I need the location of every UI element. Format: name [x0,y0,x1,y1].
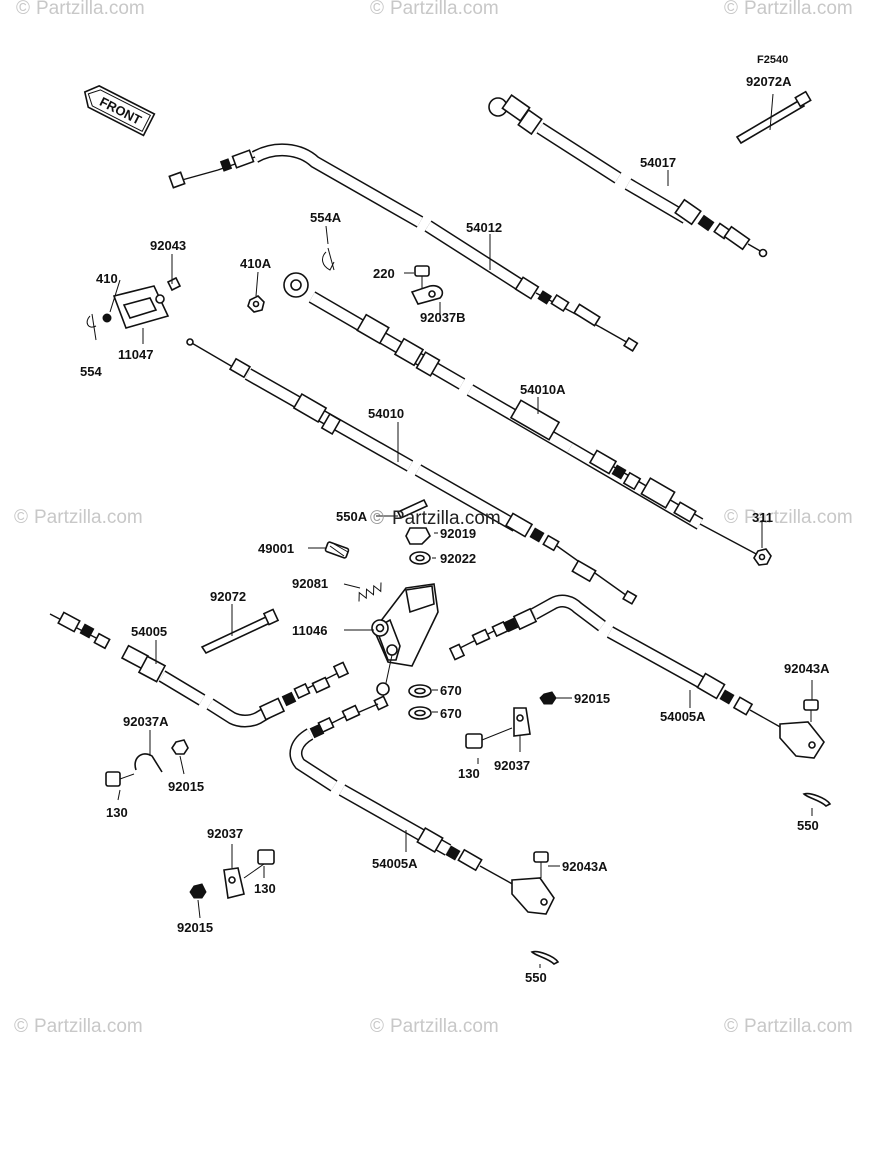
nut-410A [247,295,265,313]
clamp-92037A-group [105,739,189,787]
label-92019: 92019 [440,526,476,541]
label-130-left: 130 [106,805,128,820]
label-92022: 92022 [440,551,476,566]
bracket-11047 [86,276,182,341]
cable-54005A-right [448,594,832,807]
label-311: 311 [752,510,773,525]
front-arrow: FRONT [83,84,156,137]
cable-54005A-bottom [289,695,560,965]
watermark-symbol: © [14,1016,28,1037]
clamp-92037B [410,284,444,305]
label-410: 410 [96,271,118,286]
label-54012: 54012 [466,220,502,235]
cable-54010A [283,272,761,557]
watermark-text: Partzilla.com [744,507,853,528]
watermark-symbol: © [16,0,30,19]
watermark-text: Partzilla.com [390,0,499,19]
label-92037B: 92037B [420,310,466,325]
diagram-code: F2540 [757,54,788,66]
bolt-220 [414,265,430,290]
clamp-92037-group-right [465,691,557,749]
label-410A: 410A [240,256,272,271]
cable-54010 [186,338,638,605]
label-49001: 49001 [258,541,294,556]
label-92072: 92072 [210,589,246,604]
label-92072A: 92072A [746,74,792,89]
watermark-symbol: © [370,1016,384,1037]
lever-11046 [371,583,439,696]
watermark-text: Partzilla.com [392,508,501,529]
watermark-row-top: © Partzilla.com © Partzilla.com © Partzi… [16,0,853,19]
label-670-lower: 670 [440,706,462,721]
label-670-upper: 670 [440,683,462,698]
label-11046: 11046 [292,623,327,638]
label-11047: 11047 [118,347,153,362]
label-130-right: 130 [458,766,480,781]
nut-311 [753,548,772,566]
watermark-text: Partzilla.com [34,507,143,528]
watermark-text: Partzilla.com [390,1016,499,1037]
clip-554A [322,247,335,271]
label-92043A-bottom: 92043A [562,859,608,874]
label-92037A: 92037A [123,714,169,729]
tie-92072 [200,608,280,655]
bolt-92072A [735,90,812,145]
clamp-92037-group-bottom [189,849,275,899]
label-92037-bottom: 92037 [207,826,243,841]
label-92043: 92043 [150,238,186,253]
label-220: 220 [373,266,395,281]
label-92015-right: 92015 [574,691,610,706]
label-130-bottom: 130 [254,881,276,896]
watermark-text: Partzilla.com [36,0,145,19]
watermark-text: Partzilla.com [744,1016,853,1037]
watermark-row-middle: © Partzilla.com © Partzilla.com [14,507,853,528]
watermark-symbol: © [724,0,738,19]
label-92081: 92081 [292,576,328,591]
nut-92019 [405,527,431,545]
label-54005A-right: 54005A [660,709,706,724]
watermark-symbol: © [14,507,28,528]
label-54017: 54017 [640,155,676,170]
washer-92022 [409,551,431,565]
label-92015-left: 92015 [168,779,204,794]
watermark-text: Partzilla.com [744,0,853,19]
label-54010A: 54010A [520,382,566,397]
leader-lines [109,93,813,968]
label-550-bottom: 550 [525,970,547,985]
watermark-center: © Partzilla.com [370,508,501,529]
cable-54005 [49,611,350,728]
part-labels: F2540 92072A 54017 54012 554A 92043 410A… [80,54,830,985]
pin-550A [396,498,429,520]
label-554A: 554A [310,210,342,225]
watermark-symbol: © [370,508,384,529]
label-54005: 54005 [131,624,167,639]
label-54005A-bottom: 54005A [372,856,418,871]
label-54010: 54010 [368,406,404,421]
label-92043A-right: 92043A [784,661,830,676]
watermark-symbol: © [724,507,738,528]
label-550-right: 550 [797,818,819,833]
label-92037-right: 92037 [494,758,530,773]
spring-92081 [358,582,382,602]
adjuster-49001 [324,541,350,559]
watermark-symbol: © [724,1016,738,1037]
watermark-text: Partzilla.com [34,1016,143,1037]
watermark-symbol: © [370,0,384,19]
label-92015-bottom: 92015 [177,920,213,935]
label-554: 554 [80,364,102,379]
watermark-row-bottom: © Partzilla.com © Partzilla.com © Partzi… [14,1016,853,1037]
washer-670-upper [408,684,432,698]
label-550A: 550A [336,509,368,524]
cable-54017 [488,94,768,258]
washer-670-lower [408,706,432,720]
cable-54012 [168,143,639,352]
